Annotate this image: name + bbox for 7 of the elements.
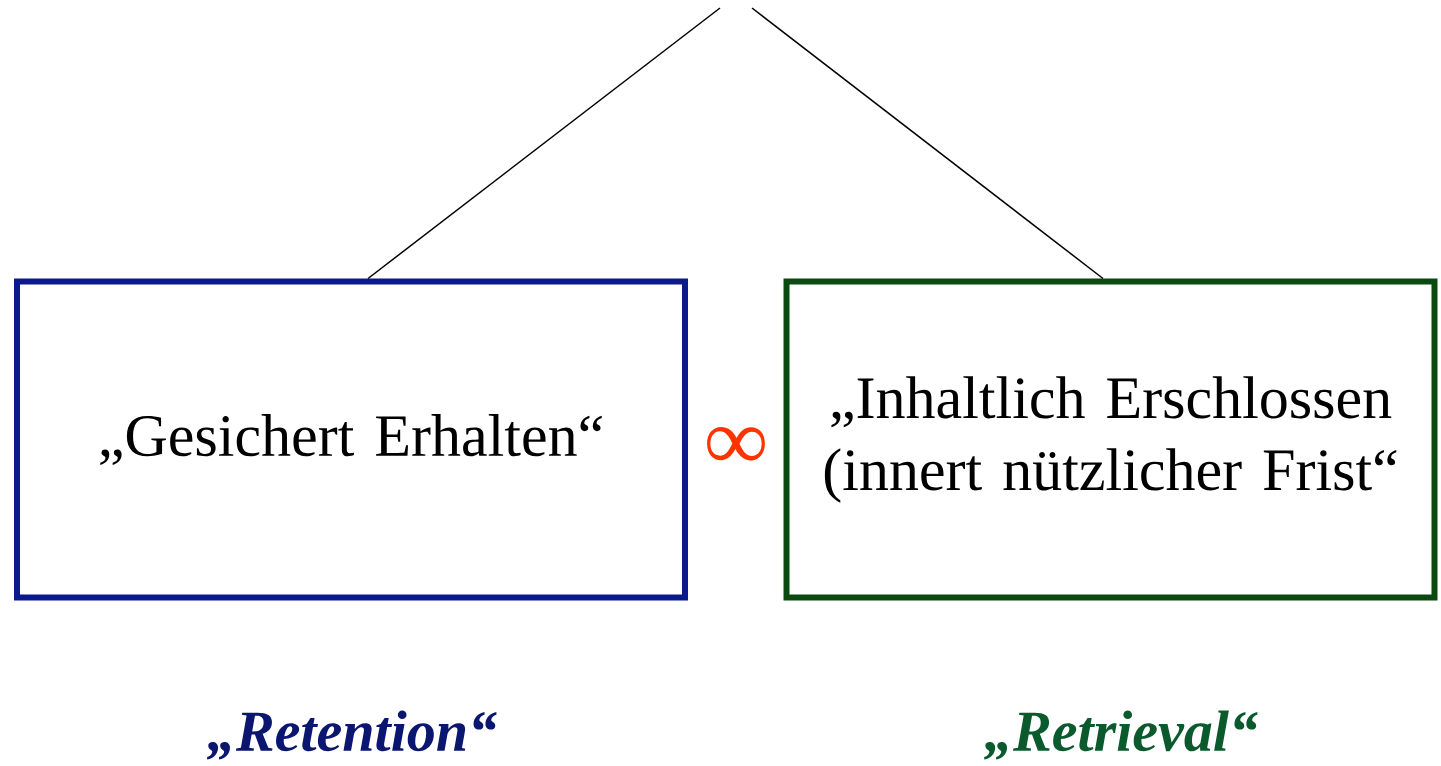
node-label: „Retrieval“ [984,710,1258,760]
text-box: „Inhaltlich Erschlossen (innert nützlicher Frist“ [783,278,1438,601]
node-label: „Retention“ [207,710,497,760]
infinity-symbol: ∞ [707,426,765,461]
line [751,7,1104,280]
text-box: „Gesichert Erhalten“ [14,278,688,601]
line [367,7,721,280]
